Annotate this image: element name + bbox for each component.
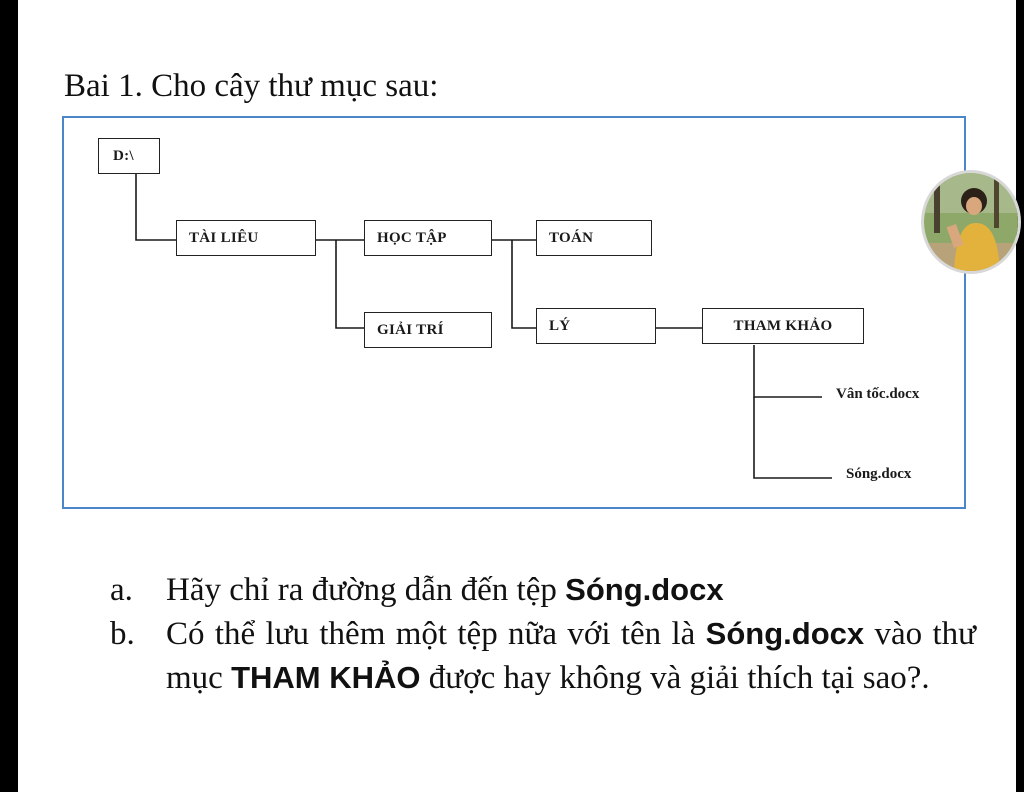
- question-b-filename: Sóng.docx: [705, 616, 865, 651]
- folder-hoc-tap: HỌC TẬP: [364, 220, 492, 256]
- connector-thamkhao-file1: [753, 345, 822, 398]
- folder-giai-tri: GIẢI TRÍ: [364, 312, 492, 348]
- tree-connectors: [135, 174, 832, 479]
- question-b: b. Có thể lưu thêm một tệp nữa với tên l…: [110, 612, 976, 700]
- file-song: Sóng.docx: [846, 466, 912, 482]
- connector-tailieu-giaitri: [335, 240, 364, 329]
- directory-tree-figure: D:\ TÀI LIÊU HỌC TẬP TOÁN GIẢI TRÍ LÝ TH…: [62, 116, 966, 509]
- question-a-filename: Sóng.docx: [565, 572, 724, 607]
- question-a-text: Hãy chỉ ra đường dẫn đến tệp Sóng.docx: [166, 568, 976, 612]
- folder-root: D:\: [98, 138, 160, 174]
- question-a: a. Hãy chỉ ra đường dẫn đến tệp Sóng.doc…: [110, 568, 976, 612]
- file-van-toc: Vân tốc.docx: [836, 386, 920, 402]
- question-a-marker: a.: [110, 572, 133, 608]
- folder-ly: LÝ: [536, 308, 656, 344]
- connector-thamkhao-file2: [753, 397, 832, 479]
- question-a-prefix: Hãy chỉ ra đường dẫn đến tệp: [166, 572, 566, 608]
- avatar-photo-icon: [924, 173, 1018, 271]
- question-b-part3: được hay không và giải thích tại sao?.: [420, 660, 930, 696]
- user-photo-avatar[interactable]: [921, 170, 1021, 274]
- question-b-folder: THAM KHẢO: [231, 660, 421, 695]
- question-b-text: Có thể lưu thêm một tệp nữa với tên là S…: [166, 612, 976, 700]
- question-b-marker: b.: [110, 616, 135, 652]
- exercise-heading: Bai 1. Cho cây thư mục sau:: [64, 68, 439, 104]
- question-list: a. Hãy chỉ ra đường dẫn đến tệp Sóng.doc…: [110, 568, 976, 700]
- folder-toan: TOÁN: [536, 220, 652, 256]
- connector-hoctap-ly: [511, 240, 536, 329]
- connector-root-tailieu: [135, 174, 176, 241]
- folder-tham-khao: THAM KHẢO: [702, 308, 864, 344]
- folder-tai-lieu: TÀI LIÊU: [176, 220, 316, 256]
- question-b-part1: Có thể lưu thêm một tệp nữa với tên là: [166, 616, 706, 652]
- question-b-part2: vào thư mục: [166, 616, 976, 696]
